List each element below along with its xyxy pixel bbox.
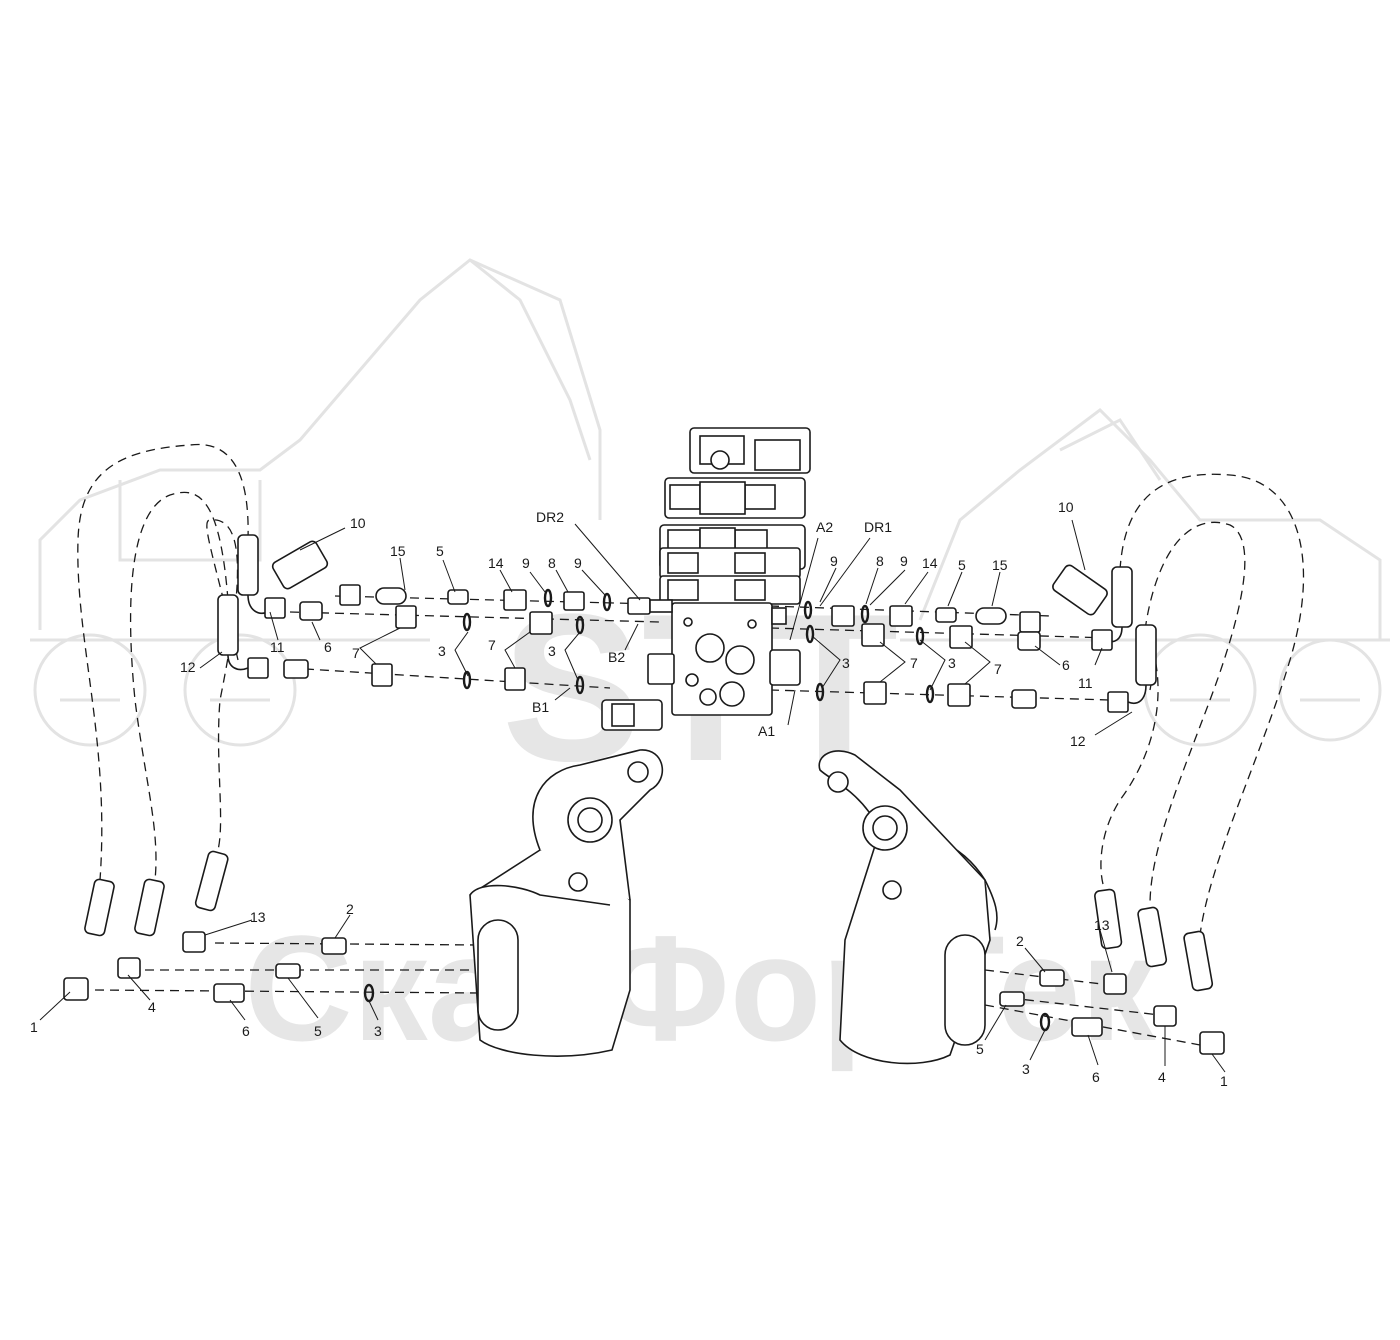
callout: 9 (900, 553, 908, 569)
callout: 7 (910, 655, 918, 671)
callout: 11 (1078, 675, 1093, 691)
callout: 3 (842, 655, 850, 671)
callout: 9 (522, 555, 530, 571)
callout: 5 (314, 1023, 322, 1039)
callout: 12 (1070, 733, 1086, 749)
callout: 9 (574, 555, 582, 571)
callout: 6 (1092, 1069, 1100, 1085)
hose-left-1 (77, 443, 249, 881)
watermark-brand: СканФорТек (244, 904, 1156, 1072)
callout: 7 (488, 637, 496, 653)
hose-right-1 (1119, 473, 1305, 936)
callout: 7 (994, 661, 1002, 677)
hose-left-2 (129, 491, 229, 881)
left-upper-fittings (217, 534, 612, 695)
callout: 10 (1058, 499, 1074, 515)
callout: 2 (1016, 933, 1024, 949)
callout: 5 (976, 1041, 984, 1057)
lower-fittings (63, 850, 1225, 1055)
callout: B1 (532, 699, 549, 715)
callout: 4 (148, 999, 156, 1015)
callout: 3 (374, 1023, 382, 1039)
rotator-housing-left (469, 749, 664, 1057)
callout: 3 (948, 655, 956, 671)
hoses (77, 443, 1305, 936)
callout: 5 (436, 543, 444, 559)
hose-left-3 (206, 519, 239, 851)
hose-right-2 (1144, 521, 1246, 906)
callout: 7 (352, 645, 360, 661)
callout: 1 (30, 1019, 38, 1035)
leader-lines (39, 519, 1226, 1073)
callout: 15 (992, 557, 1008, 573)
callout: 6 (324, 639, 332, 655)
valve-block-assembly (601, 427, 811, 731)
callout: 14 (922, 555, 938, 571)
rotator-housing-right (818, 750, 998, 1065)
callout: A2 (816, 519, 833, 535)
right-upper-fittings (803, 564, 1157, 713)
callout: B2 (608, 649, 625, 665)
callout: 12 (180, 659, 196, 675)
callout: 3 (1022, 1061, 1030, 1077)
callout: DR1 (864, 519, 892, 535)
callout: 6 (1062, 657, 1070, 673)
callout: 13 (250, 909, 266, 925)
callout: 10 (350, 515, 366, 531)
callout: 14 (488, 555, 504, 571)
callout: 11 (270, 639, 285, 655)
callout: 2 (346, 901, 354, 917)
callout: 3 (438, 643, 446, 659)
callout: 9 (830, 553, 838, 569)
callout: 13 (1094, 917, 1110, 933)
callout: 1 (1220, 1073, 1228, 1089)
callout: A1 (758, 723, 775, 739)
callout: 8 (548, 555, 556, 571)
callout: DR2 (536, 509, 564, 525)
callout: 5 (958, 557, 966, 573)
callout-labels: 10 15 5 14 9 8 9 DR2 11 6 7 3 7 3 12 B2 … (30, 499, 1228, 1089)
watermark-machine-left (30, 258, 602, 747)
callout: 15 (390, 543, 406, 559)
callout: 6 (242, 1023, 250, 1039)
callout: 3 (548, 643, 556, 659)
callout: 8 (876, 553, 884, 569)
callout: 4 (1158, 1069, 1166, 1085)
